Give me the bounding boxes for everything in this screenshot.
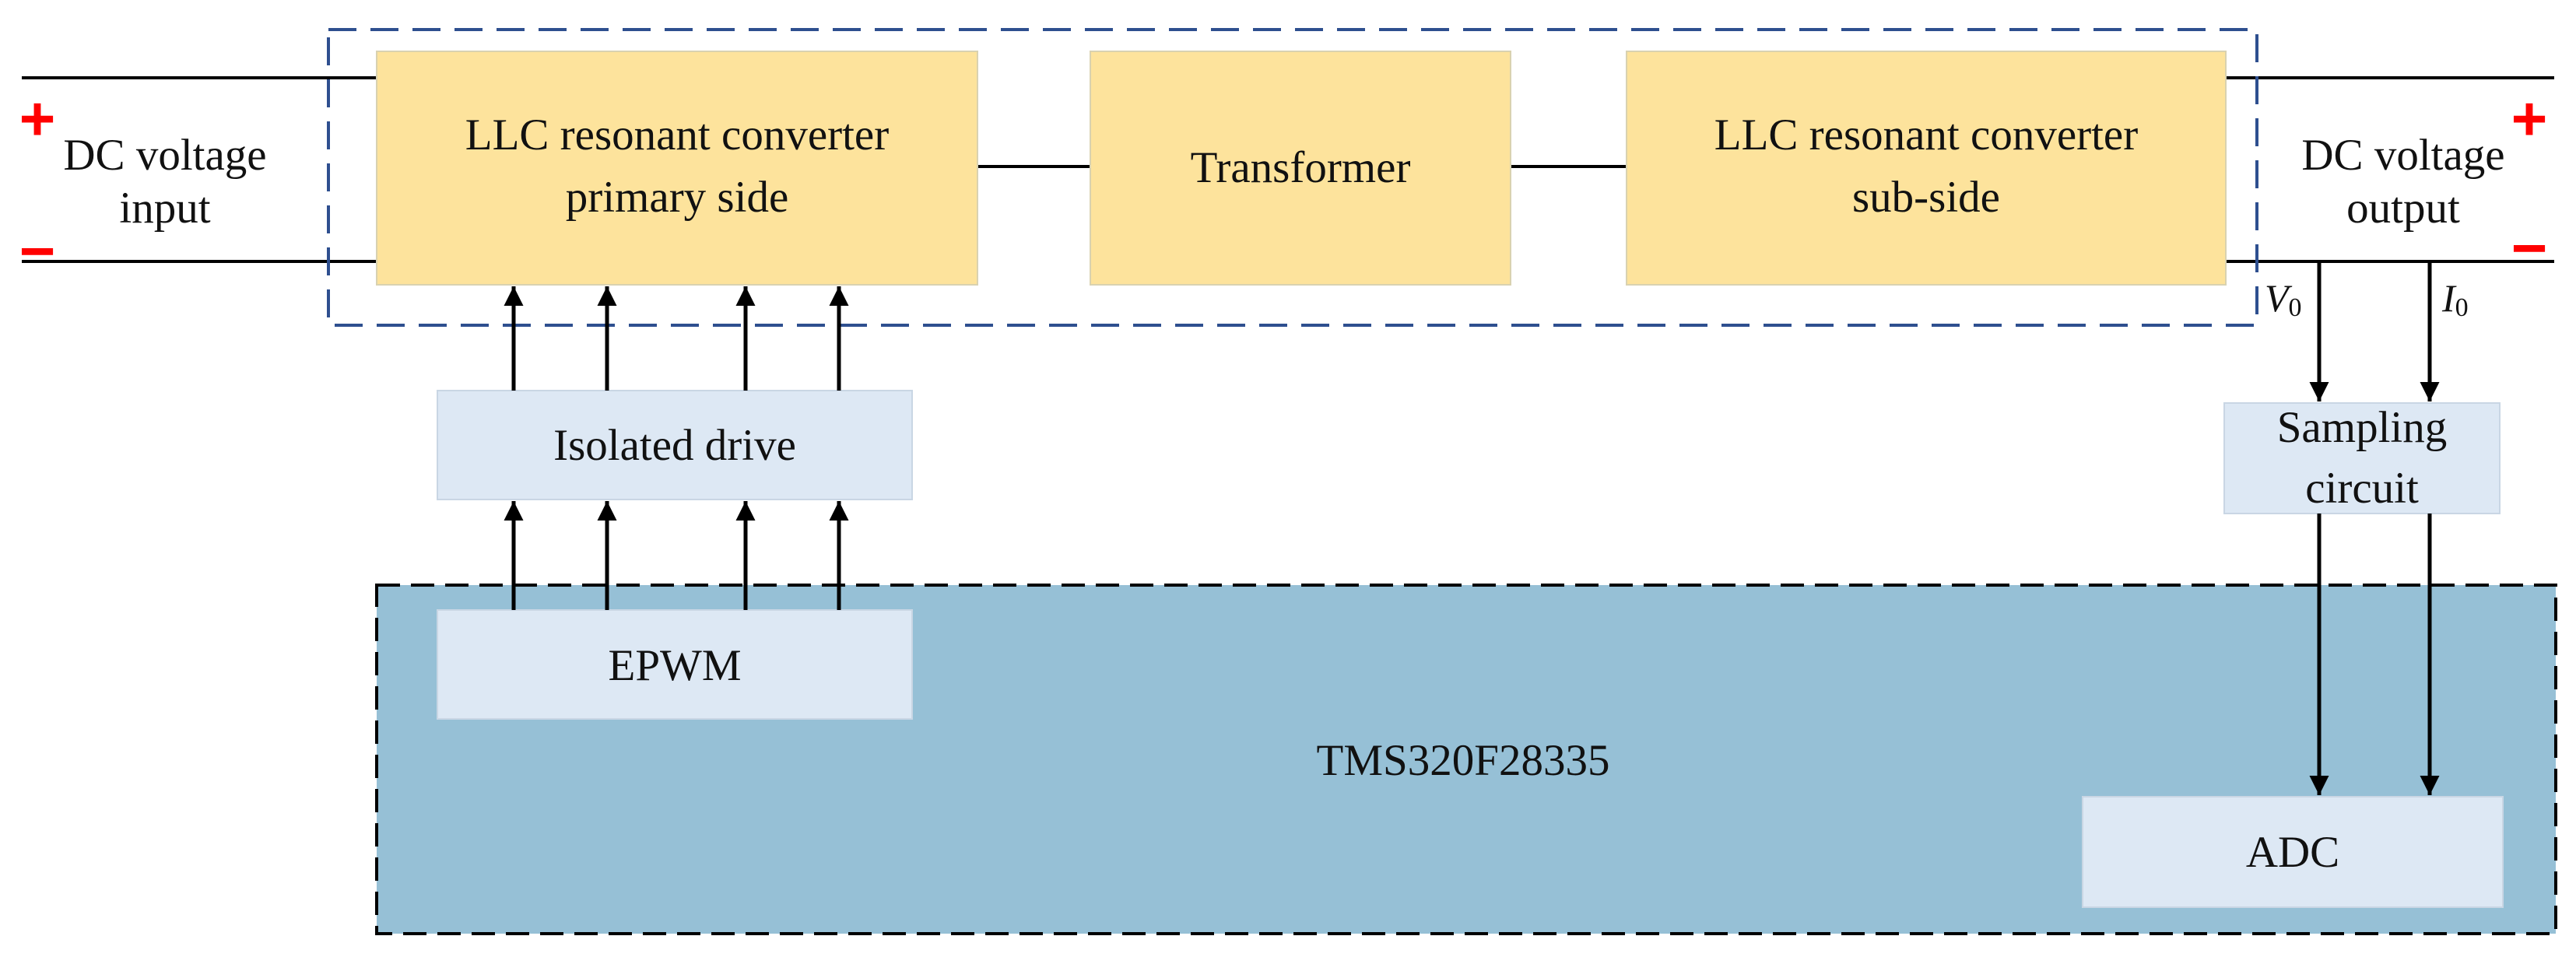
adc-label: ADC [2246,828,2339,877]
llc-sub-line1: LLC resonant converter [1714,110,2138,160]
output-minus-sign: − [2511,213,2548,282]
output-label-line1: DC voltage [2301,131,2504,180]
output-label-line2: output [2346,184,2460,233]
isolated-drive-block: Isolated drive [437,390,913,500]
sampling-label-line1: Sampling [2277,403,2448,452]
transformer-block: Transformer [1090,51,1511,286]
voltage-signal-label: V0 [2265,276,2302,322]
power-stage-frame [327,28,2258,327]
dc-bus-lines [22,76,2554,263]
drive-to-primary-arrows [504,286,849,391]
input-plus-sign: + [19,84,56,153]
output-terminal: + − DC voltage output [2301,84,2547,282]
dsp-label: TMS320F28335 [1317,736,1610,785]
epwm-block: EPWM [437,609,913,720]
epwm-to-drive-arrows [504,501,849,610]
input-terminal: + − DC voltage input [19,84,267,286]
current-signal-label: I0 [2441,276,2469,322]
llc-sub-line2: sub-side [1852,173,2000,222]
sense-arrows [2309,261,2440,401]
llc-primary-block: LLC resonant converter primary side [376,51,978,286]
transformer-label: Transformer [1191,143,1411,192]
sampling-to-adc-arrows [2309,514,2440,795]
epwm-label: EPWM [609,641,742,690]
input-label-line2: input [119,184,210,233]
input-minus-sign: − [19,216,56,286]
llc-sub-block: LLC resonant converter sub-side [1626,51,2227,286]
llc-primary-line2: primary side [566,173,789,222]
adc-block: ADC [2082,796,2504,908]
sampling-circuit-block: Sampling circuit [2223,402,2501,514]
isolated-drive-label: Isolated drive [553,421,796,470]
output-plus-sign: + [2511,84,2548,153]
input-label-line1: DC voltage [63,131,266,180]
llc-primary-line1: LLC resonant converter [465,110,889,160]
sampling-label-line2: circuit [2305,464,2419,513]
